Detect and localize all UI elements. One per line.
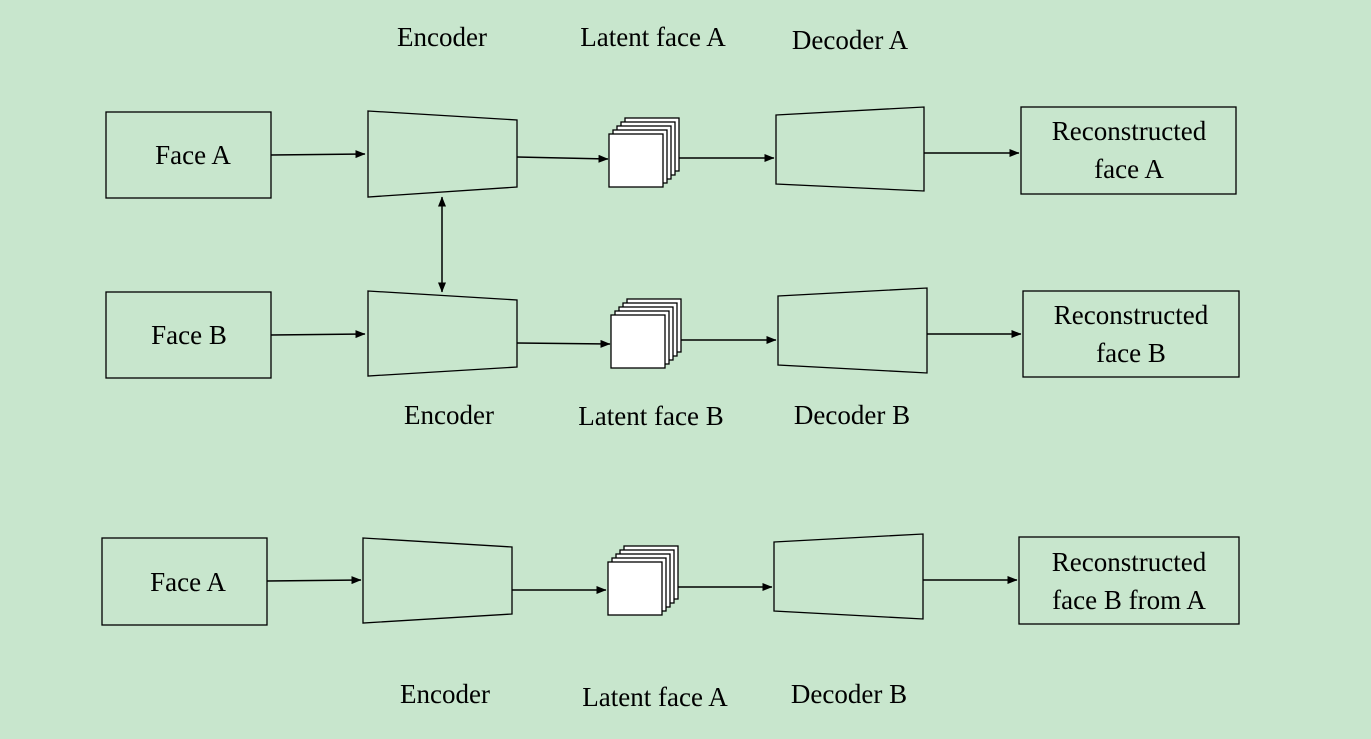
encoder-block bbox=[362, 537, 513, 624]
output-label-line-2: face B from A bbox=[1052, 585, 1206, 615]
decoder-label: Decoder B bbox=[794, 400, 910, 430]
decoder-label: Decoder B bbox=[791, 679, 907, 709]
encoder-block bbox=[367, 290, 518, 377]
arrow-encoder-to-latent bbox=[516, 339, 611, 348]
latent-label: Latent face A bbox=[580, 22, 726, 52]
input-face-box bbox=[101, 537, 268, 626]
output-face-box bbox=[1022, 290, 1240, 378]
input-face-label: Face B bbox=[151, 320, 227, 350]
row-1: Encoder Latent face A Decoder A Face A R… bbox=[105, 22, 1237, 199]
arrow-input-to-encoder bbox=[270, 150, 366, 159]
decoder-label: Decoder A bbox=[792, 25, 909, 55]
row-3: Face A Reconstructed face B from A Encod… bbox=[101, 533, 1240, 712]
output-label-line-1: Reconstructed bbox=[1054, 300, 1209, 330]
latent-stack bbox=[610, 298, 682, 369]
arrow-input-to-encoder bbox=[266, 576, 362, 585]
output-face-box bbox=[1018, 536, 1240, 625]
decoder-block bbox=[773, 533, 924, 620]
row-2: Face B Reconstructed face B Encoder Late… bbox=[105, 287, 1240, 431]
output-label-line-2: face B bbox=[1096, 338, 1166, 368]
latent-stack bbox=[608, 117, 680, 188]
output-label-line-2: face A bbox=[1094, 154, 1164, 184]
decoder-block bbox=[777, 287, 928, 374]
encoder-label: Encoder bbox=[397, 22, 487, 52]
encoder-label: Encoder bbox=[400, 679, 490, 709]
arrow-input-to-encoder bbox=[270, 330, 366, 339]
latent-label: Latent face A bbox=[582, 682, 728, 712]
decoder-block bbox=[775, 106, 925, 192]
latent-label: Latent face B bbox=[578, 401, 723, 431]
encoder-label: Encoder bbox=[404, 400, 494, 430]
latent-stack bbox=[607, 545, 679, 616]
input-face-label: Face A bbox=[155, 140, 231, 170]
output-face-box bbox=[1020, 106, 1237, 195]
arrow-encoder-to-latent bbox=[516, 154, 609, 163]
output-label-line-1: Reconstructed bbox=[1052, 116, 1207, 146]
encoder-block bbox=[367, 110, 518, 198]
output-label-line-1: Reconstructed bbox=[1052, 547, 1207, 577]
input-face-label: Face A bbox=[150, 567, 226, 597]
